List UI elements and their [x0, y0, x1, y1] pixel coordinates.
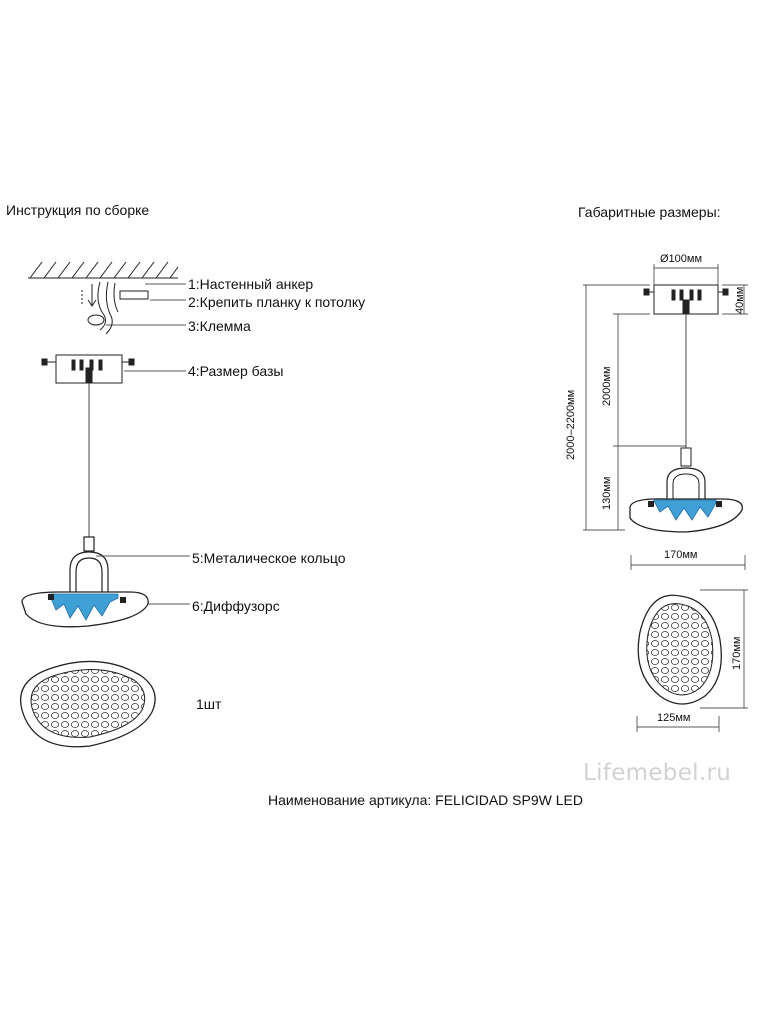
quantity-label: 1шт [196, 696, 222, 712]
canopy-base [41, 354, 135, 384]
ceiling-hatch [28, 261, 179, 279]
canopy-dimension-view [643, 284, 729, 315]
diffuser-side [21, 591, 149, 628]
part-label-base-size: 4:Размер базы [188, 363, 284, 379]
part-label-diffuser: 6:Диффузорс [192, 598, 280, 614]
dim-width: 170мм [664, 549, 698, 561]
dim-base-diameter: Ø100мм [660, 253, 703, 265]
dim-depth-width: 125мм [657, 712, 691, 724]
diffuser-front-view [637, 594, 722, 705]
metal-ring [69, 536, 109, 600]
part-label-terminal: 3:Клемма [188, 318, 251, 334]
dimensions-heading: Габаритные размеры: [578, 204, 721, 220]
diffuser-top-view [20, 660, 156, 748]
article-name: Наименование артикула: FELICIDAD SP9W LE… [268, 792, 583, 808]
lamp-dimension-view [629, 447, 743, 533]
leader-lines-parts [96, 283, 190, 605]
dimension-lines [583, 264, 748, 732]
part-label-metal-ring: 5:Металическое кольцо [192, 550, 346, 566]
watermark: Lifemebel.ru [583, 760, 732, 786]
assembly-heading: Инструкция по сборке [6, 202, 150, 218]
mounting-parts [81, 281, 149, 335]
part-label-anchor: 1:Настенный анкер [188, 276, 314, 292]
part-label-mount-plate: 2:Крепить планку к потолку [188, 294, 366, 310]
